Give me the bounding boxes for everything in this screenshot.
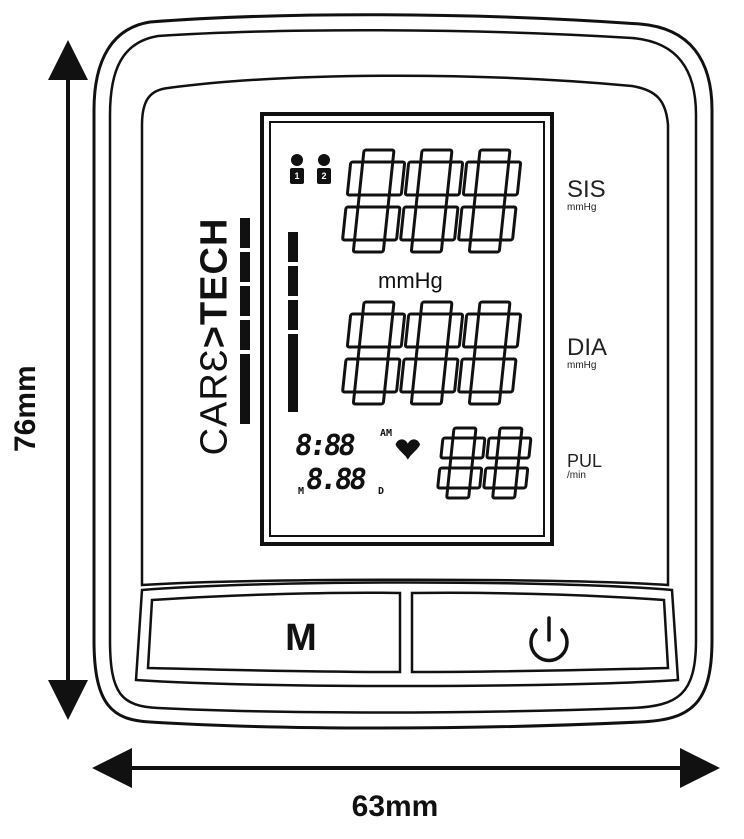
pulse-digit-1 <box>436 426 487 500</box>
diastolic-digits <box>341 300 523 406</box>
user-2-icon <box>317 154 331 184</box>
power-button[interactable] <box>410 591 670 674</box>
sis-label: SIS <box>567 176 606 203</box>
dia-label-group: DIA mmHg <box>567 334 608 372</box>
user-1-number: 1 <box>294 171 300 181</box>
user-1-icon <box>290 154 304 184</box>
diastolic-digit-3 <box>457 300 523 406</box>
date-day-marker: D <box>378 486 385 497</box>
pul-label: PUL <box>567 451 603 471</box>
pul-label-group: PUL /min <box>567 452 602 481</box>
pul-unit: /min <box>567 470 586 481</box>
sis-unit: mmHg <box>567 202 597 213</box>
date-month-marker: M <box>298 486 305 497</box>
brand-care-text: CARƐ <box>193 348 236 456</box>
brand-arrow-text: > <box>193 325 236 349</box>
user-2-number: 2 <box>321 171 327 181</box>
height-dimension-label: 76mm <box>9 365 42 452</box>
time-am-marker: AM <box>380 428 393 439</box>
bp-scale-bar-inner <box>288 232 298 412</box>
systolic-digit-1 <box>341 148 407 254</box>
power-icon <box>529 616 569 663</box>
time-readout: 8:88 <box>292 428 356 462</box>
bp-scale-bar-outer <box>240 218 250 424</box>
systolic-digit-3 <box>457 148 523 254</box>
diastolic-digit-2 <box>399 300 465 406</box>
pulse-digits <box>436 426 533 500</box>
diastolic-digit-1 <box>341 300 407 406</box>
systolic-digit-2 <box>399 148 465 254</box>
date-readout: 8.88 <box>303 462 367 496</box>
lcd-unit-label: mmHg <box>378 268 443 293</box>
brand-tech-text: TECH <box>193 217 236 326</box>
pulse-digit-2 <box>482 426 533 500</box>
device-inner-bezel <box>108 28 698 714</box>
dia-label: DIA <box>567 334 608 361</box>
systolic-digits <box>341 148 523 254</box>
memory-button-label: M <box>285 617 317 659</box>
dia-unit: mmHg <box>567 360 597 371</box>
memory-button[interactable] <box>146 591 402 674</box>
heart-icon <box>395 439 420 460</box>
width-dimension-label: 63mm <box>351 790 439 823</box>
sis-label-group: SIS mmHg <box>567 176 606 214</box>
